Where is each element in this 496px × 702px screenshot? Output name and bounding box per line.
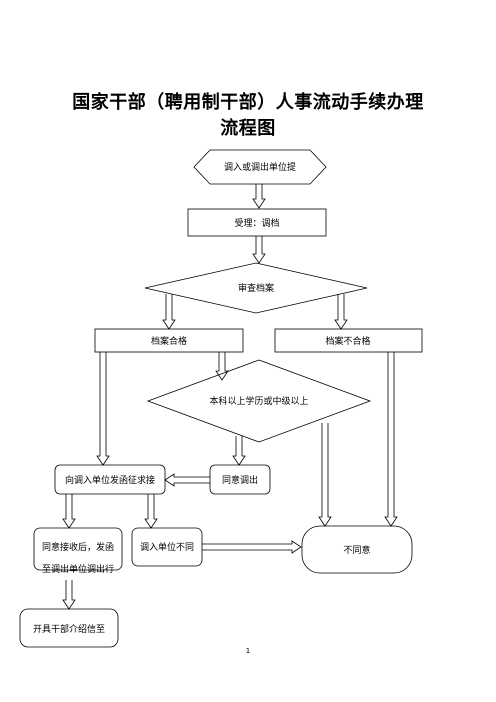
agree-out-node-label: 同意调出: [222, 474, 258, 486]
qualified-node-label: 档案合格: [151, 335, 187, 347]
arrow-education-disagree: [318, 423, 332, 527]
arrow-review-qualified: [162, 294, 176, 330]
arrow-education-agree: [232, 436, 246, 466]
page-subtitle: 流程图: [220, 118, 276, 139]
arrow-indisagree-disagree: [202, 540, 302, 554]
agree-out-node: [209, 464, 271, 495]
arrow-qualified-education: [215, 352, 229, 381]
arrow-accept-review: [252, 236, 266, 264]
arrow-receipt-issue: [62, 580, 76, 610]
arrow-send-receipt: [62, 494, 76, 529]
start-node: [193, 149, 327, 185]
arrow-unqualified-disagree: [384, 352, 398, 527]
agree-receipt-node-label-2: 至调出单位调出行: [42, 563, 114, 575]
education-node-label: 本科以上学历或中级以上: [209, 395, 308, 407]
send-letter-node: [54, 464, 166, 495]
page-title: 国家干部（聘用制干部）人事流动手续办理: [72, 92, 424, 113]
agree-receipt-node: [33, 527, 123, 571]
accept-node: [187, 208, 327, 237]
review-node: [144, 262, 368, 314]
accept-node-label: 受理：调档: [234, 217, 279, 229]
arrow-agree-send: [164, 473, 210, 487]
arrow-qualified-send: [96, 352, 110, 466]
arrow-start-accept: [252, 184, 266, 209]
start-node-label: 调入或调出单位提: [224, 161, 296, 173]
education-node: [146, 359, 372, 443]
unqualified-node-label: 档案不合格: [325, 335, 370, 347]
review-node-label: 审查档案: [238, 282, 274, 294]
disagree-node-label: 不同意: [343, 544, 370, 556]
page-number: 1: [245, 647, 251, 655]
unqualified-node: [274, 328, 423, 353]
issue-letter-node-label: 开具干部介绍信至: [33, 623, 105, 635]
disagree-node: [301, 525, 413, 574]
in-disagree-node-label: 调入单位不同: [140, 541, 194, 553]
in-disagree-node: [131, 527, 203, 567]
arrow-review-unqualified: [334, 294, 348, 330]
send-letter-node-label: 向调入单位发函征求接: [65, 474, 155, 486]
agree-receipt-node-label: 同意接收后，发函: [42, 541, 114, 553]
arrow-send-indisagree: [144, 494, 158, 529]
